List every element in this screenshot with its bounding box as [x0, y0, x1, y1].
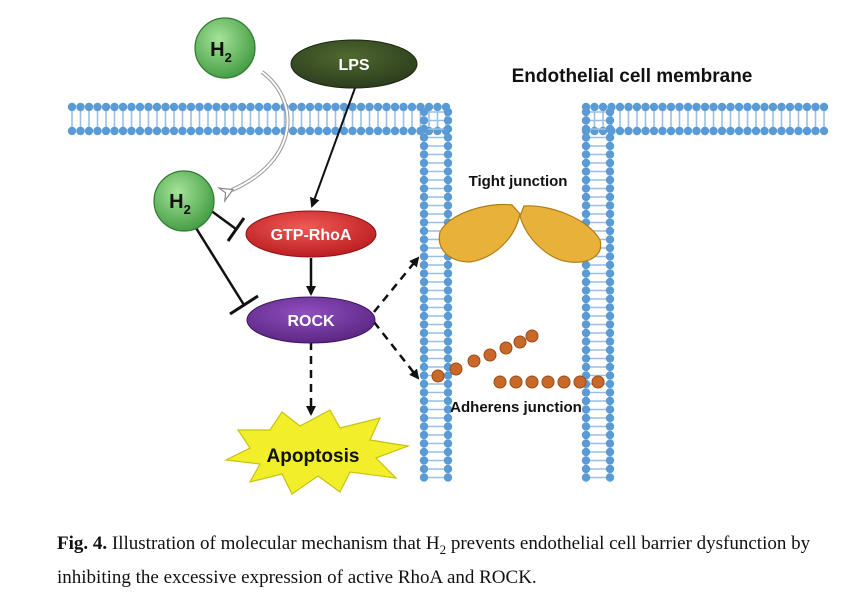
- lps-node: LPS: [290, 39, 418, 89]
- h2-inhibits-rock: [194, 227, 259, 316]
- h2-node-left: H2: [153, 170, 215, 232]
- rock-to-tight-junction-arrow: [373, 256, 420, 313]
- diagram-canvas: Endothelial cell membrane Tight junction…: [67, 17, 829, 495]
- rock-label: ROCK: [287, 313, 335, 330]
- caption-text-1: Illustration of molecular mechanism that…: [107, 533, 440, 554]
- caption-subscript: 2: [439, 541, 447, 557]
- figure-caption: Fig. 4. Illustration of molecular mechan…: [57, 530, 857, 592]
- tight-junction: [438, 203, 602, 263]
- tight-junction-label: Tight junction: [469, 173, 568, 190]
- gtp-rhoa-label: GTP-RhoA: [271, 227, 352, 244]
- gtp-rhoa-node: GTP-RhoA: [245, 210, 377, 258]
- rock-to-adherens-junction-arrow: [373, 321, 420, 380]
- apoptosis-burst: Apoptosis: [223, 409, 411, 495]
- lps-label: LPS: [338, 57, 369, 74]
- rock-node: ROCK: [246, 296, 376, 344]
- tight-junction-protein-right: [519, 205, 602, 263]
- caption-label: Fig. 4.: [57, 533, 108, 554]
- tight-junction-protein-left: [438, 203, 521, 263]
- svg-text:H2: H2: [169, 191, 191, 217]
- svg-text:H2: H2: [210, 39, 232, 65]
- membrane-title: Endothelial cell membrane: [512, 66, 753, 87]
- h2-node-top: H2: [194, 17, 256, 79]
- apoptosis-label: Apoptosis: [267, 446, 360, 467]
- adherens-junction: [431, 329, 605, 389]
- cell-membrane: [67, 102, 829, 482]
- adherens-junction-label: Adherens junction: [450, 399, 582, 416]
- lps-to-gtp-rhoa-arrow: [310, 87, 356, 208]
- caption-text-2: prevents endothelial cell barrier dysfun…: [57, 533, 811, 588]
